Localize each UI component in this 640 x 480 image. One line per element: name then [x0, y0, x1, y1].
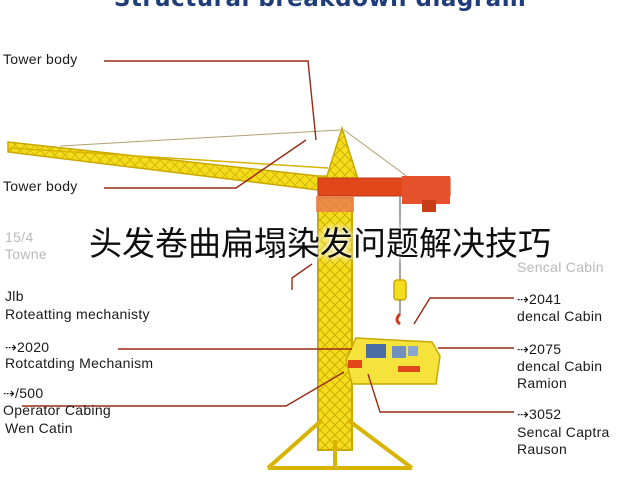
crane-hoist	[393, 196, 407, 326]
crane-operator-cabin	[345, 337, 441, 385]
label-faint-number: 15/4	[5, 229, 34, 245]
label-jib: Jlb	[5, 288, 24, 304]
diagram-title: Structural breakdown diagram	[0, 0, 640, 12]
crane-base	[266, 418, 414, 470]
label-2075-text: dencal Cabin	[517, 358, 603, 374]
label-tower-body-top: Tower body	[3, 51, 78, 67]
label-3052-number: ⇢3052	[517, 406, 562, 422]
label-2041-text: dencal Cabin	[517, 308, 603, 324]
label-3052-text: Sencal Captra	[517, 424, 610, 440]
label-2075-ramion: Ramion	[517, 375, 568, 391]
label-2020-number: ⇢2020	[5, 339, 50, 355]
overlay-caption: 头发卷曲扁塌染发问题解决技巧	[89, 224, 551, 263]
crane-jib	[7, 141, 341, 191]
label-2020-text: Rotcatding Mechanism	[5, 355, 154, 371]
crane-mast	[317, 197, 353, 451]
crane-slewing-unit	[316, 176, 451, 212]
label-2041-number: ⇢2041	[517, 291, 562, 307]
label-faint-right: Sencal Cabin	[517, 259, 604, 275]
label-wen-catin: Wen Catin	[5, 420, 73, 436]
label-operator-cabing: Operator Cabing	[3, 402, 112, 418]
label-rotating-mechanism: Roteatting mechanisty	[5, 306, 150, 322]
label-tower-body-mid: Tower body	[3, 178, 78, 194]
label-faint-text: Towne	[5, 246, 47, 262]
label-500-number: ⇢/500	[3, 385, 44, 401]
leader-lines	[22, 60, 514, 413]
crane-tower-head	[59, 125, 421, 193]
label-2075-number: ⇢2075	[517, 341, 562, 357]
label-3052-rauson: Rauson	[517, 441, 568, 457]
